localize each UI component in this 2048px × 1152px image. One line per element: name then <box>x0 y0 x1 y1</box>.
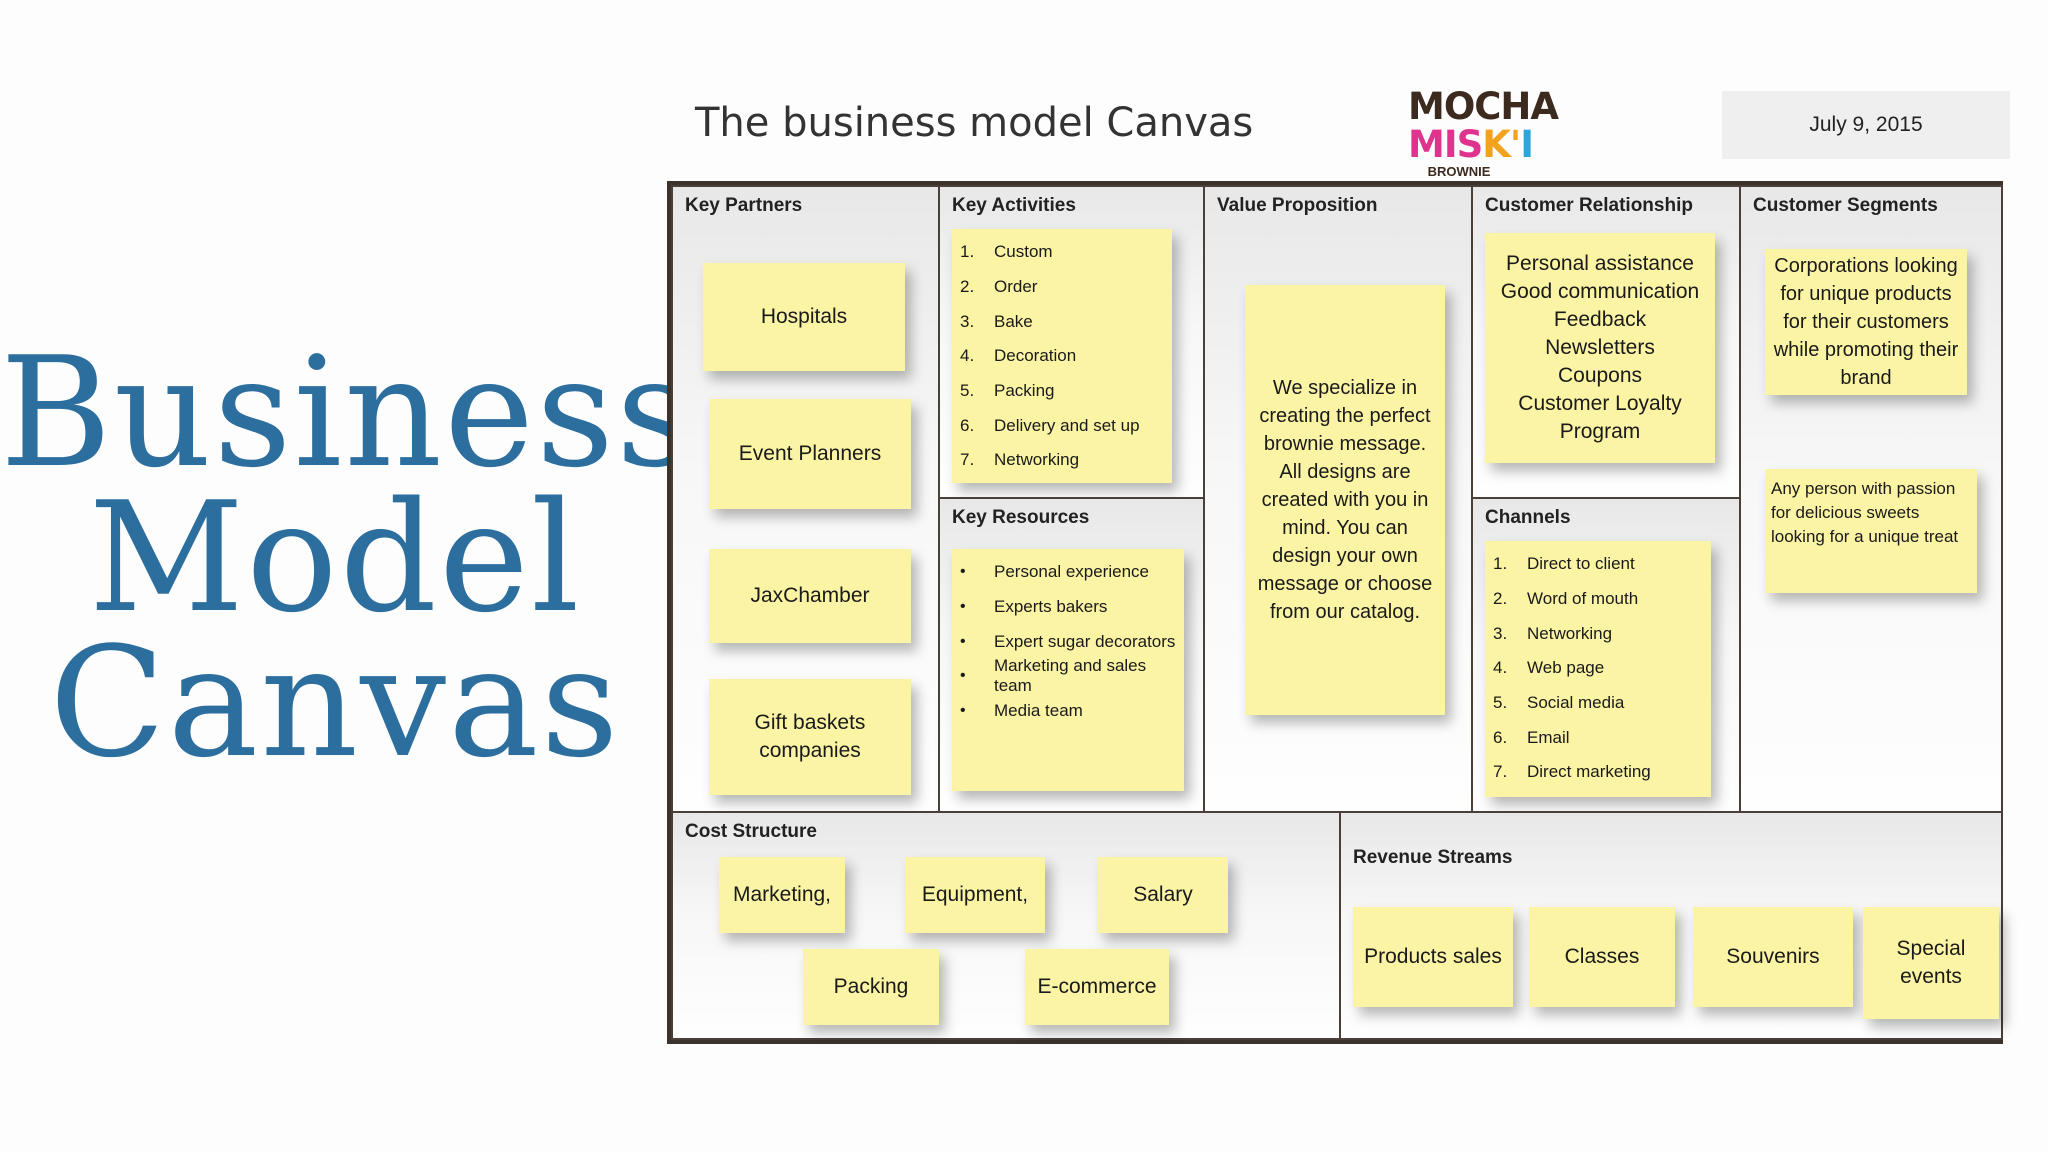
slide-title-line: Model <box>88 469 582 646</box>
sticky-note: Packing <box>803 949 939 1025</box>
key-resources-section: Key Resources •Personal experience •Expe… <box>938 497 1205 813</box>
sticky-note: Event Planners <box>709 399 911 509</box>
section-title: Cost Structure <box>685 821 817 842</box>
note-line: Newsletters <box>1545 336 1655 359</box>
logo-line-miski: MISK'I <box>1408 123 1534 166</box>
slide-title-line: Canvas <box>49 614 621 791</box>
section-title: Customer Segments <box>1753 195 1938 216</box>
section-title: Revenue Streams <box>1353 847 1513 868</box>
list-item: 1.Direct to client <box>1493 554 1635 574</box>
list-item: 2.Order <box>960 277 1038 297</box>
date-box: July 9, 2015 <box>1722 91 2010 159</box>
note-line: Customer Loyalty <box>1518 392 1682 415</box>
list-item: 5.Packing <box>960 381 1055 401</box>
sticky-note: JaxChamber <box>709 549 911 643</box>
note-line: Personal assistance <box>1506 252 1694 275</box>
list-item: •Experts bakers <box>960 597 1108 617</box>
sticky-note: Corporations looking for unique products… <box>1765 249 1967 395</box>
logo-letters: MIS <box>1408 123 1483 166</box>
sticky-note: Gift baskets companies <box>709 679 911 795</box>
slide-title: Business Model Canvas <box>0 324 697 791</box>
value-proposition-section: Value Proposition We specialize in creat… <box>1203 185 1473 813</box>
list-item: 3.Networking <box>1493 623 1613 643</box>
sticky-note: E-commerce <box>1025 949 1169 1025</box>
sticky-note: Any person with passion for delicious sw… <box>1765 469 1977 593</box>
list-item: 2.Word of mouth <box>1493 589 1639 609</box>
cost-structure-section: Cost Structure Marketing, Equipment, Sal… <box>671 811 1341 1040</box>
sticky-note: Classes <box>1529 907 1675 1007</box>
list-item: •Marketing and sales team <box>960 656 1147 696</box>
note-line: Coupons <box>1557 364 1643 387</box>
sticky-note: Salary <box>1098 857 1228 933</box>
list-item: 4.Decoration <box>960 346 1077 366</box>
logo-letters: K' <box>1482 123 1521 166</box>
sticky-note: Personal assistance Good communication F… <box>1485 233 1715 463</box>
sticky-note: Special events <box>1863 907 1999 1019</box>
canvas-title: The business model Canvas <box>695 100 1254 146</box>
section-title: Key Partners <box>685 195 803 216</box>
section-title: Value Proposition <box>1217 195 1378 216</box>
note-line: Good communication <box>1500 280 1700 303</box>
list-item: 6.Email <box>1493 727 1570 747</box>
list-item: •Personal experience <box>960 562 1149 582</box>
key-activities-section: Key Activities 1.Custom 2.Order 3.Bake 4… <box>938 185 1205 499</box>
sticky-note: •Personal experience •Experts bakers •Ex… <box>952 549 1184 791</box>
list-item: 7.Networking <box>960 450 1080 470</box>
list-item: •Media team <box>960 701 1083 721</box>
list-item: 5.Social media <box>1493 693 1625 713</box>
sticky-note: Souvenirs <box>1693 907 1853 1007</box>
sticky-note: Hospitals <box>703 263 905 371</box>
sticky-note: Products sales <box>1353 907 1513 1007</box>
list-item: 4.Web page <box>1493 658 1605 678</box>
sticky-note: 1.Direct to client 2.Word of mouth 3.Net… <box>1485 541 1711 797</box>
section-title: Customer Relationship <box>1485 195 1693 216</box>
note-line: Program <box>1559 420 1641 443</box>
list-item: 7.Direct marketing <box>1493 762 1651 782</box>
key-partners-section: Key Partners Hospitals Event Planners Ja… <box>671 185 940 813</box>
customer-relationship-section: Customer Relationship Personal assistanc… <box>1471 185 1741 499</box>
sticky-note: 1.Custom 2.Order 3.Bake 4.Decoration 5.P… <box>952 229 1172 483</box>
logo-line-mocha: MOCHA <box>1408 85 1559 128</box>
sticky-note: We specialize in creating the perfect br… <box>1245 285 1445 715</box>
channels-section: Channels 1.Direct to client 2.Word of mo… <box>1471 497 1741 813</box>
note-line: Feedback <box>1553 308 1647 331</box>
list-item: 6.Delivery and set up <box>960 415 1140 435</box>
list-item: 1.Custom <box>960 242 1053 262</box>
sticky-note: Marketing, <box>719 857 845 933</box>
section-title: Key Activities <box>952 195 1076 216</box>
customer-segments-section: Customer Segments Corporations looking f… <box>1739 185 2003 813</box>
section-title: Key Resources <box>952 507 1090 528</box>
list-item: 3.Bake <box>960 311 1033 331</box>
logo-letters: I <box>1520 123 1534 166</box>
list-item: •Expert sugar decorators <box>960 631 1176 651</box>
sticky-note: Equipment, <box>905 857 1045 933</box>
revenue-streams-section: Revenue Streams Products sales Classes S… <box>1339 811 2003 1040</box>
business-model-canvas: Key Partners Hospitals Event Planners Ja… <box>667 181 2003 1044</box>
slide-title-line: Business <box>0 324 697 501</box>
brand-logo: MOCHA MISK'I BROWNIE SHOP <box>1408 85 1559 195</box>
section-title: Channels <box>1485 507 1571 528</box>
